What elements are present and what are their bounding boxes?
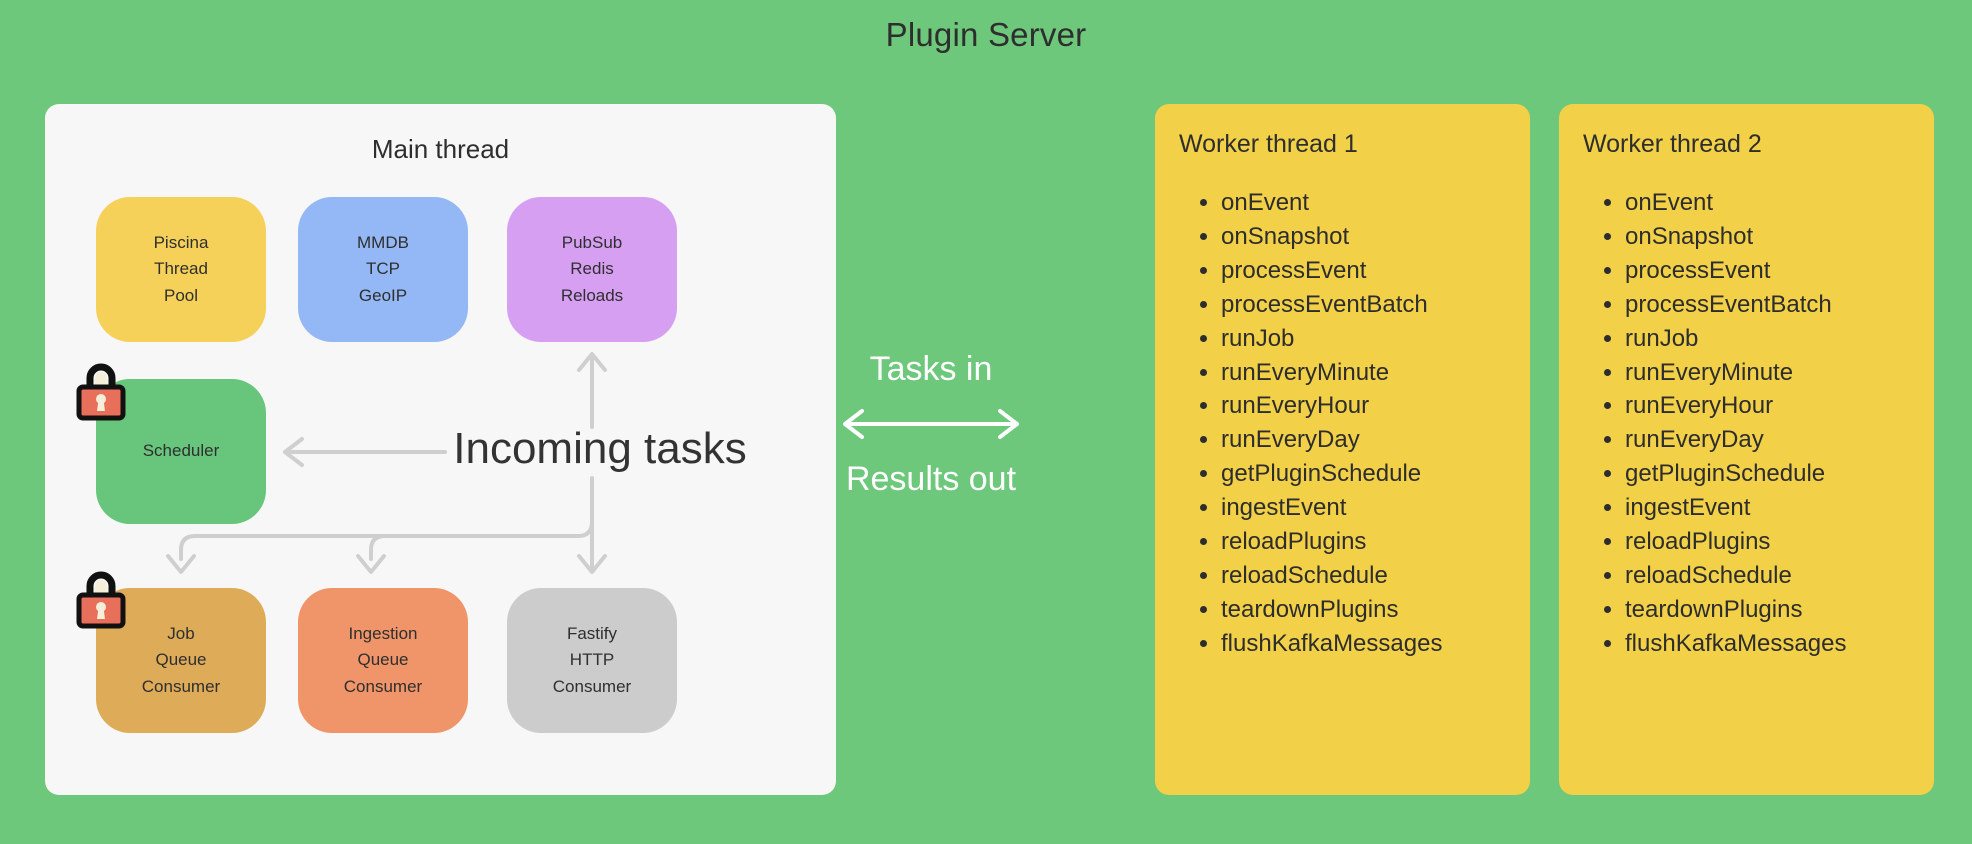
list-item: runEveryMinute (1221, 357, 1530, 389)
worker-thread-1-method-list: onEvent onSnapshot processEvent processE… (1155, 187, 1530, 660)
list-item: getPluginSchedule (1221, 458, 1530, 490)
node-line: Scheduler (142, 441, 220, 461)
node-line: PubSub (561, 232, 623, 252)
node-piscina-thread-pool[interactable]: Piscina Thread Pool (96, 197, 266, 342)
node-line: Consumer (141, 676, 221, 696)
node-pubsub-redis-reloads[interactable]: PubSub Redis Reloads (507, 197, 677, 342)
node-line: GeoIP (358, 285, 408, 305)
node-line: TCP (366, 259, 400, 279)
tasks-in-label: Tasks in (869, 350, 993, 388)
node-fastify-http-consumer[interactable]: Fastify HTTP Consumer (507, 588, 677, 733)
list-item: processEvent (1625, 255, 1934, 287)
list-item: onEvent (1625, 187, 1934, 219)
list-item: onSnapshot (1625, 221, 1934, 253)
node-line: Fastify (566, 623, 618, 643)
lock-icon (76, 363, 126, 421)
list-item: runJob (1625, 323, 1934, 355)
worker-thread-1-title: Worker thread 1 (1179, 130, 1358, 158)
list-item: onEvent (1221, 187, 1530, 219)
list-item: runEveryDay (1625, 424, 1934, 456)
list-item: processEvent (1221, 255, 1530, 287)
list-item: runEveryMinute (1625, 357, 1934, 389)
node-line: Consumer (343, 676, 423, 696)
list-item: reloadPlugins (1221, 526, 1530, 558)
list-item: processEventBatch (1625, 289, 1934, 321)
node-line: Piscina (153, 232, 209, 252)
node-line: Consumer (552, 676, 632, 696)
node-mmdb-tcp-geoip[interactable]: MMDB TCP GeoIP (298, 197, 468, 342)
worker-thread-2-title: Worker thread 2 (1583, 130, 1762, 158)
incoming-tasks-label: Incoming tasks (453, 424, 747, 473)
worker-thread-1-card: Worker thread 1 onEvent onSnapshot proce… (1155, 104, 1530, 795)
lock-icon (76, 571, 126, 629)
list-item: teardownPlugins (1221, 594, 1530, 626)
list-item: flushKafkaMessages (1625, 628, 1934, 660)
list-item: ingestEvent (1625, 492, 1934, 524)
page-title: Plugin Server (885, 16, 1087, 53)
results-out-label: Results out (845, 460, 1017, 498)
list-item: reloadPlugins (1625, 526, 1934, 558)
node-line: Thread (154, 259, 208, 279)
list-item: runEveryDay (1221, 424, 1530, 456)
list-item: runEveryHour (1221, 390, 1530, 422)
main-thread-card: Main thread Piscin (45, 104, 836, 795)
list-item: onSnapshot (1221, 221, 1530, 253)
node-ingestion-queue-consumer[interactable]: Ingestion Queue Consumer (298, 588, 468, 733)
list-item: getPluginSchedule (1625, 458, 1934, 490)
bridge-section: Tasks in Results out (836, 104, 1026, 795)
list-item: ingestEvent (1221, 492, 1530, 524)
list-item: runEveryHour (1625, 390, 1934, 422)
list-item: reloadSchedule (1625, 560, 1934, 592)
list-item: flushKafkaMessages (1221, 628, 1530, 660)
node-line: MMDB (357, 232, 409, 252)
double-headed-arrow-icon (843, 409, 1019, 439)
node-line: Redis (570, 259, 614, 279)
list-item: runJob (1221, 323, 1530, 355)
node-line: Queue (357, 650, 409, 670)
node-line: HTTP (569, 650, 615, 670)
node-line: Ingestion (348, 623, 418, 643)
worker-thread-2-card: Worker thread 2 onEvent onSnapshot proce… (1559, 104, 1934, 795)
worker-thread-2-method-list: onEvent onSnapshot processEvent processE… (1559, 187, 1934, 660)
node-line: Pool (163, 285, 199, 305)
node-line: Reloads (560, 285, 624, 305)
node-line: Job (167, 623, 195, 643)
list-item: processEventBatch (1221, 289, 1530, 321)
list-item: teardownPlugins (1625, 594, 1934, 626)
list-item: reloadSchedule (1221, 560, 1530, 592)
main-thread-title: Main thread (371, 134, 510, 164)
node-line: Queue (155, 650, 207, 670)
